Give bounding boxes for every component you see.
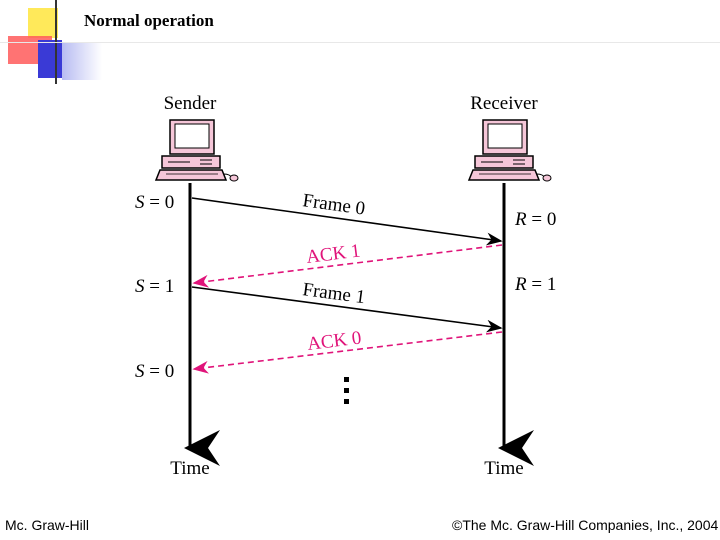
frame-1-label: Frame 1 bbox=[301, 279, 366, 308]
sender-label: Sender bbox=[164, 93, 217, 114]
sender-state-1: S = 0 bbox=[135, 192, 174, 213]
receiver-time-label: Time bbox=[484, 458, 523, 479]
ack-0-label: ACK 0 bbox=[306, 327, 363, 354]
sender-state-2: S = 1 bbox=[135, 276, 174, 297]
continuation-ellipsis bbox=[344, 377, 349, 404]
sender-state-3: S = 0 bbox=[135, 361, 174, 382]
sender-computer-icon bbox=[156, 120, 238, 181]
receiver-computer-icon bbox=[469, 120, 551, 181]
footer-copyright: ©The Mc. Graw-Hill Companies, Inc., 2004 bbox=[452, 517, 718, 533]
receiver-state-2: R = 1 bbox=[514, 274, 556, 295]
receiver-label: Receiver bbox=[470, 93, 538, 114]
sender-time-label: Time bbox=[170, 458, 209, 479]
footer-publisher: Mc. Graw-Hill bbox=[5, 517, 89, 533]
receiver-state-1: R = 0 bbox=[514, 209, 556, 230]
